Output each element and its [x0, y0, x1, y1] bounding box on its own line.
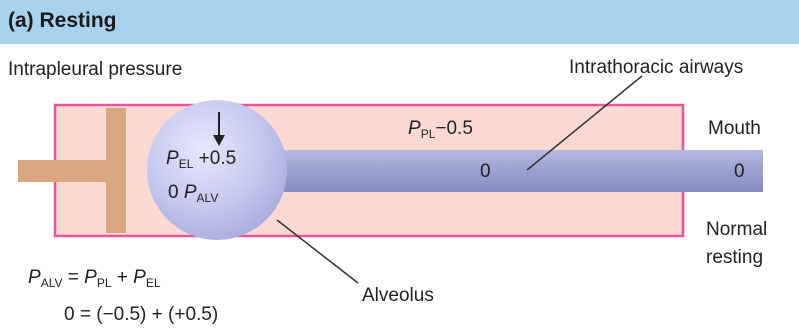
airway-pressure-value: 0 — [480, 161, 491, 182]
ppl-value: −0.5 — [435, 118, 473, 139]
alveolar-pressure: 0 PALV — [168, 183, 218, 204]
eq-term2-subscript: EL — [145, 276, 161, 290]
header-bar — [0, 0, 799, 44]
eq-term1-symbol: P — [84, 267, 97, 288]
ppl-symbol: P — [408, 118, 421, 139]
eq-term2-symbol: P — [133, 267, 146, 288]
intrapleural-pressure-label: Intrapleural pressure — [8, 59, 183, 80]
mouth-pressure-value: 0 — [734, 161, 745, 182]
eq-lhs-subscript: ALV — [40, 276, 63, 290]
section-title: (a) Resting — [8, 9, 117, 32]
eq-lhs-symbol: P — [28, 267, 41, 288]
airways-leader-line — [526, 75, 643, 171]
mouth-label: Mouth — [708, 118, 761, 139]
pel-subscript: EL — [178, 157, 194, 171]
airway-tube — [265, 150, 763, 192]
equation-line-1: PALV = PPL + PEL — [28, 268, 161, 289]
normal-label: Normal — [706, 219, 768, 240]
palv-subscript: ALV — [196, 191, 219, 205]
intrathoracic-airways-label: Intrathoracic airways — [569, 57, 744, 78]
piston-rod — [18, 160, 116, 182]
eq-term1-subscript: PL — [96, 276, 112, 290]
pressure-arrow-head — [213, 135, 225, 146]
equation-line-2: 0 = (−0.5) + (+0.5) — [64, 304, 219, 325]
eq-equals: = — [62, 267, 85, 288]
alveolus-leader-line — [276, 219, 359, 284]
resting-label: resting — [706, 247, 764, 268]
alveolus-sphere — [147, 100, 287, 240]
palv-symbol: P — [183, 182, 197, 203]
palv-prefix: 0 — [168, 182, 184, 203]
piston-plate — [106, 108, 126, 233]
pel-symbol: P — [166, 148, 179, 169]
elastic-recoil-pressure: PEL +0.5 — [166, 149, 236, 170]
pleural-pressure: PPL−0.5 — [408, 119, 473, 140]
alveolus-label: Alveolus — [362, 285, 434, 306]
pel-value: +0.5 — [198, 148, 237, 169]
ppl-subscript: PL — [420, 127, 436, 141]
eq-plus: + — [111, 267, 134, 288]
